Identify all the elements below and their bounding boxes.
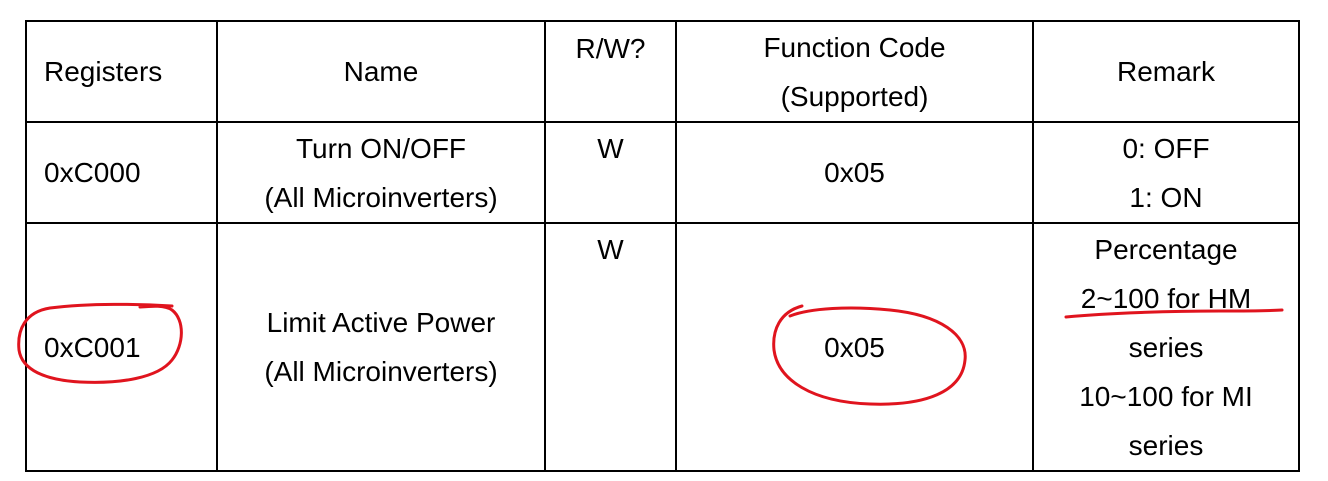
cell-name-line2: (All Microinverters) bbox=[264, 181, 498, 213]
cell-remark-line: Percentage bbox=[1094, 233, 1238, 265]
cell-remark-line: series bbox=[1128, 331, 1204, 363]
cell-name-line2: (All Microinverters) bbox=[264, 356, 498, 387]
header-registers: Registers bbox=[25, 20, 218, 123]
modbus-register-table: Registers Name R/W? Function Code (Suppo… bbox=[25, 20, 1300, 472]
header-name: Name bbox=[216, 20, 546, 123]
cell-name: Turn ON/OFF (All Microinverters) bbox=[216, 121, 546, 224]
cell-name-line1: Limit Active Power bbox=[266, 307, 496, 338]
header-function-code-line1: Function Code bbox=[763, 31, 946, 63]
cell-register: 0xC000 bbox=[25, 121, 218, 224]
header-rw: R/W? bbox=[544, 20, 677, 123]
cell-remark: Percentage 2~100 for HM series 10~100 fo… bbox=[1032, 222, 1300, 472]
header-remark: Remark bbox=[1032, 20, 1300, 123]
table-row: 0xC001 Limit Active Power (All Microinve… bbox=[25, 222, 1300, 472]
cell-remark-line: 2~100 for HM bbox=[1080, 282, 1252, 314]
cell-rw: W bbox=[544, 121, 677, 224]
header-function-code: Function Code (Supported) bbox=[675, 20, 1034, 123]
cell-name: Limit Active Power (All Microinverters) bbox=[216, 222, 546, 472]
cell-remark-line: 10~100 for MI bbox=[1079, 380, 1253, 412]
cell-rw: W bbox=[544, 222, 677, 472]
cell-name-line1: Turn ON/OFF bbox=[295, 132, 467, 164]
cell-remark: 0: OFF 1: ON bbox=[1032, 121, 1300, 224]
table-header-row: Registers Name R/W? Function Code (Suppo… bbox=[25, 20, 1300, 123]
cell-remark-line: series bbox=[1128, 429, 1204, 461]
header-function-code-line2: (Supported) bbox=[780, 80, 929, 112]
cell-remark-line: 0: OFF bbox=[1122, 132, 1210, 164]
cell-function-code: 0x05 bbox=[675, 121, 1034, 224]
table-row: 0xC000 Turn ON/OFF (All Microinverters) … bbox=[25, 121, 1300, 224]
cell-function-code: 0x05 bbox=[675, 222, 1034, 472]
cell-remark-line: 1: ON bbox=[1129, 181, 1203, 213]
cell-register: 0xC001 bbox=[25, 222, 218, 472]
